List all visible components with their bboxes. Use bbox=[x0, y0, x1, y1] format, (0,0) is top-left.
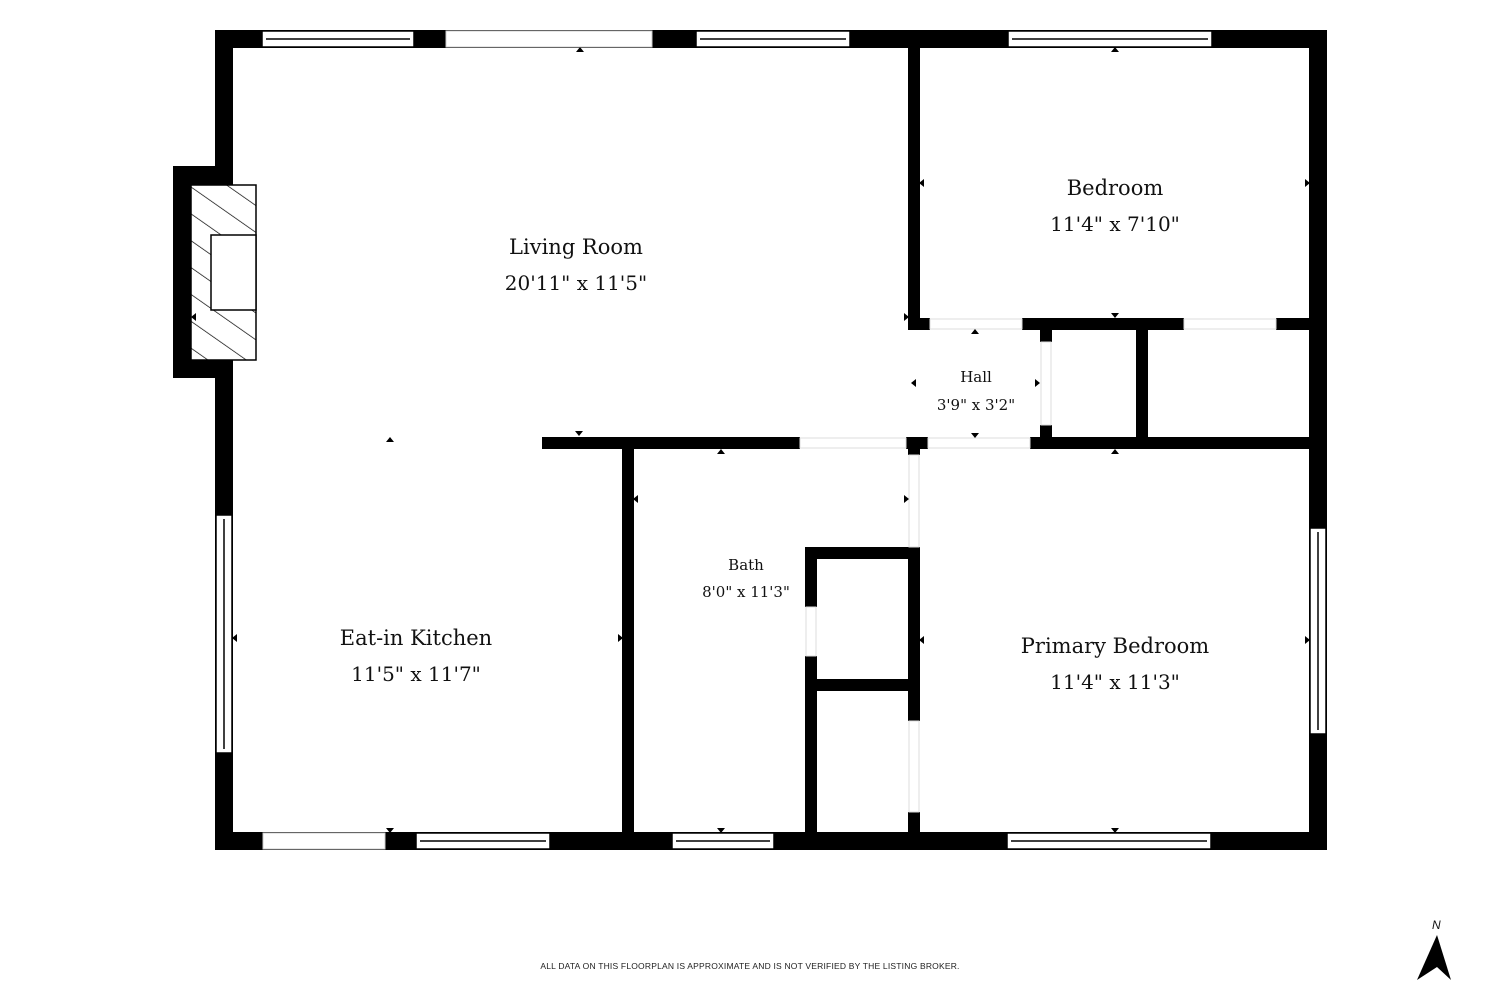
room-name: Primary Bedroom bbox=[1021, 634, 1210, 658]
openings bbox=[262, 30, 1277, 850]
room-dimensions: 11'4" x 7'10" bbox=[1050, 212, 1180, 236]
room-name: Hall bbox=[960, 368, 992, 386]
room-living-room: Living Room 20'11" x 11'5" bbox=[505, 235, 647, 295]
room-hall: Hall 3'9" x 3'2" bbox=[937, 368, 1015, 414]
fireplace bbox=[173, 166, 257, 378]
room-primary-bedroom: Primary Bedroom 11'4" x 11'3" bbox=[1021, 634, 1210, 694]
room-name: Bath bbox=[728, 556, 764, 574]
room-eat-in-kitchen: Eat-in Kitchen 11'5" x 11'7" bbox=[340, 626, 492, 686]
room-dimensions: 3'9" x 3'2" bbox=[937, 396, 1015, 414]
room-dimensions: 8'0" x 11'3" bbox=[702, 583, 790, 601]
interior-walls bbox=[542, 40, 1316, 842]
compass-label: N bbox=[1432, 918, 1441, 932]
room-dimensions: 11'5" x 11'7" bbox=[351, 662, 481, 686]
room-bath: Bath 8'0" x 11'3" bbox=[702, 556, 790, 601]
room-dimensions: 11'4" x 11'3" bbox=[1050, 670, 1180, 694]
room-dimensions: 20'11" x 11'5" bbox=[505, 271, 647, 295]
room-name: Bedroom bbox=[1067, 176, 1164, 200]
room-name: Living Room bbox=[509, 235, 643, 259]
windows bbox=[215, 30, 1327, 850]
north-arrow-icon bbox=[1417, 935, 1451, 980]
disclaimer-text: ALL DATA ON THIS FLOORPLAN IS APPROXIMAT… bbox=[540, 961, 960, 971]
room-name: Eat-in Kitchen bbox=[340, 626, 492, 650]
room-bedroom: Bedroom 11'4" x 7'10" bbox=[1050, 176, 1180, 236]
dimension-markers bbox=[191, 47, 1310, 833]
